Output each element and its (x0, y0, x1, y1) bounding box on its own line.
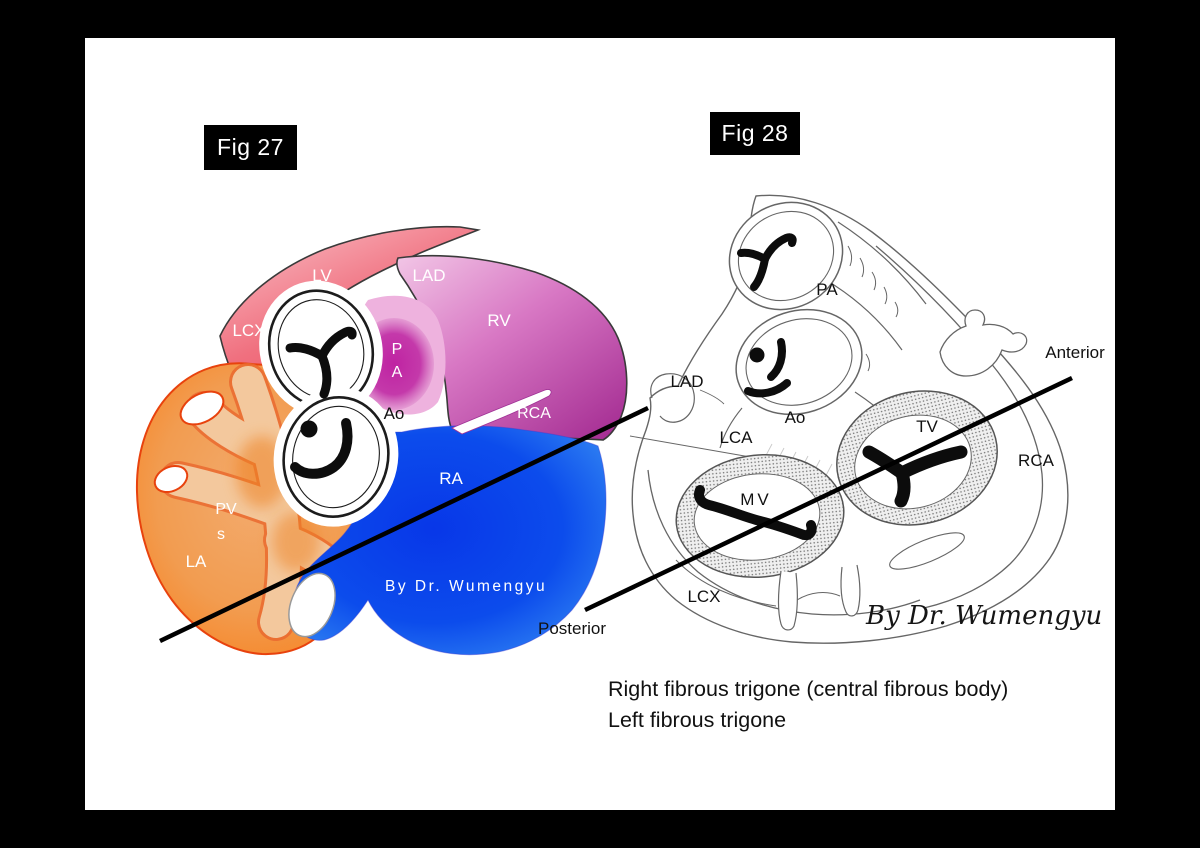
ao-valve-ring (735, 308, 863, 416)
posterior-label: Posterior (538, 619, 606, 638)
lad-leader-line (699, 389, 725, 405)
fig28-label-lad: LAD (670, 372, 703, 391)
fig27-label-la: LA (186, 552, 207, 571)
pa-valve-ring (728, 201, 844, 311)
fig27-label-pa-bottom: A (392, 364, 403, 381)
mv-glyph (694, 485, 817, 541)
lca-pointer-line (629, 435, 757, 459)
fig28-label-lcx: LCX (687, 587, 720, 606)
fig27-label-rca: RCA (517, 405, 551, 422)
fig27-label-lcx: LCX (232, 321, 265, 340)
pa-valve-glyph (737, 233, 797, 291)
rca-channel-prong (451, 389, 552, 435)
fig28-label-ao: Ao (785, 408, 806, 427)
tv-annulus (836, 390, 998, 526)
fig28-badge: Fig 28 (710, 112, 800, 155)
aortic-valve-glyph (290, 418, 353, 479)
caption-block: Right fibrous trigone (central fibrous b… (608, 677, 1008, 732)
anterior-label: Anterior (1045, 343, 1105, 362)
fig28-label-rca: RCA (1018, 451, 1055, 470)
fig28-label-lca: LCA (719, 428, 753, 447)
pa-trunk-wall (837, 221, 927, 305)
la-shading (272, 512, 320, 572)
fig27-label-pa-top: P (392, 341, 403, 358)
bottom-contour (675, 559, 777, 607)
fig28-badge-label: Fig 28 (721, 120, 789, 146)
fig27-credit: By Dr. Wumengyu (385, 578, 547, 595)
tv-glyph (862, 445, 968, 508)
caption-line1: Right fibrous trigone (central fibrous b… (608, 677, 1008, 701)
rca-fork (939, 309, 1028, 377)
fig27-section-line (159, 405, 649, 644)
fig28-label-tv: TV (916, 417, 938, 436)
fig28-label-pa: PA (816, 280, 838, 299)
coronary-sinus-leaf (889, 532, 965, 570)
bottom-contour (796, 592, 841, 601)
fig28-credit: By Dr. Wumengyu (865, 601, 1102, 631)
fig27-badge-label: Fig 27 (217, 134, 284, 160)
rca-inner-contour (875, 245, 1044, 609)
fig27-label-pv-top: PV (215, 501, 237, 518)
vein-prong (777, 570, 798, 631)
fig27-label-ra: RA (439, 469, 463, 488)
vein-prong (840, 564, 861, 617)
fig27-label-rv: RV (487, 311, 511, 330)
fig27-label-lv: LV (312, 266, 332, 285)
pv-ostium-upper (179, 390, 225, 426)
fig27-illustration: LV LAD LCX RV P A Ao RCA RA PV s LA By D… (135, 225, 649, 656)
pulmonary-valve-glyph (285, 326, 357, 399)
fig27-label-lad: LAD (412, 266, 445, 285)
lad-loop (650, 373, 695, 423)
fig28-section-line (584, 375, 1073, 613)
pv-ostium-lower (153, 464, 189, 494)
fig28-label-mv: MV (740, 490, 772, 509)
fig27-label-ao: Ao (384, 404, 405, 423)
ivc-opening (288, 572, 336, 638)
fig27-badge: Fig 27 (204, 125, 297, 170)
fig27-label-pv-bottom: s (217, 526, 225, 543)
caption-line2: Left fibrous trigone (608, 708, 786, 732)
fig28-illustration: PA LAD Ao LCA TV RCA MV LCX Anterior By … (584, 194, 1105, 644)
pa-trunk-wall (825, 279, 903, 351)
ao-wall (719, 407, 743, 449)
ao-valve-glyph (744, 338, 791, 398)
